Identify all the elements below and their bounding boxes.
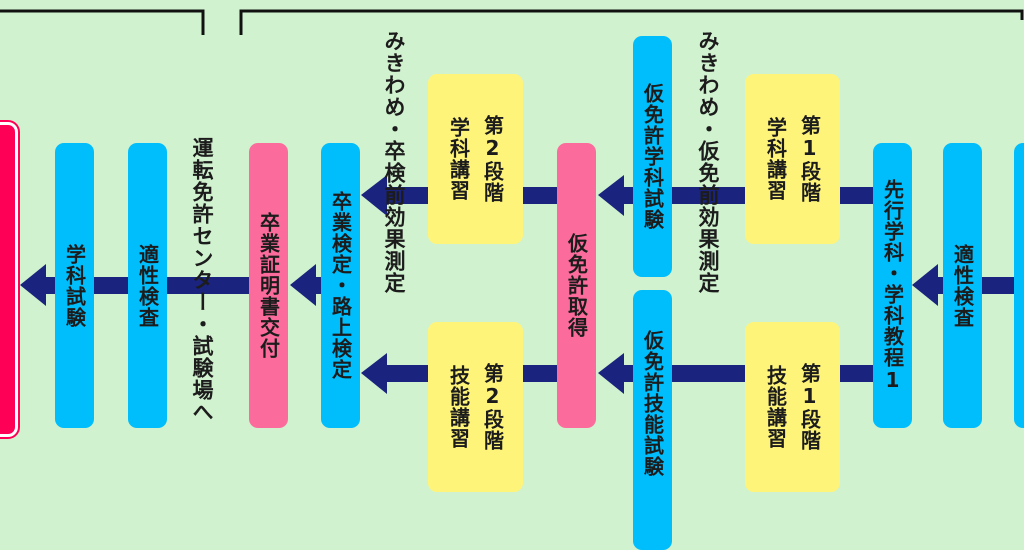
arrow-head-top-to-karimen <box>598 175 624 216</box>
course-type: 技能講習 <box>763 365 788 449</box>
arrow-head-bottom-to-karimen <box>598 353 624 394</box>
stage1-gakka-box: 第1段階 学科講習 <box>745 74 840 244</box>
step-tekisei-kensa-left: 適性検査 <box>128 143 167 428</box>
mikiwame-2-note: みきわめ・卒検前効果測定 <box>382 30 406 294</box>
course-type: 学科講習 <box>446 117 471 201</box>
step-label: 卒業証明書交付 <box>256 212 281 359</box>
course-type: 学科講習 <box>763 117 788 201</box>
stage2-gakka-box: 第2段階 学科講習 <box>428 74 523 244</box>
step-karimen-ginou: 仮免許技能試験 <box>633 290 672 550</box>
stage-label: 第1段階 <box>797 115 822 203</box>
step-label: 卒業検定・路上検定 <box>328 191 353 380</box>
step-label: 適性検査 <box>950 243 975 328</box>
arrow-head-bottom-to-exam <box>361 353 387 394</box>
step-senko-gakka: 先行学科・学科教程1 <box>873 143 912 428</box>
step-label: 先行学科・学科教程1 <box>880 178 905 393</box>
step-partial-offscreen <box>1014 143 1024 428</box>
course-type: 技能講習 <box>446 365 471 449</box>
step-label: 学科試験 <box>62 243 87 328</box>
step-label: 仮免許取得 <box>564 233 589 338</box>
step-label: 適性検査 <box>135 243 160 328</box>
bracket-left <box>0 9 205 35</box>
mikiwame-1-note: みきわめ・仮免前効果測定 <box>696 30 720 294</box>
stage-label: 第1段階 <box>797 363 822 451</box>
arrow-head-to-certificate <box>290 264 316 306</box>
center-note: 運転免許センター・試験場へ <box>190 137 214 423</box>
step-tekisei-kensa-right: 適性検査 <box>943 143 982 428</box>
stage2-ginou-box: 第2段階 技能講習 <box>428 322 523 492</box>
arrow-head-to-red <box>20 264 46 306</box>
license-goal-box <box>0 120 20 439</box>
arrow-head-top-to-exam <box>361 175 387 216</box>
stage-label: 第2段階 <box>480 115 505 203</box>
step-karimen-gakka: 仮免許学科試験 <box>633 36 672 277</box>
arrow-head-to-senko <box>912 264 938 306</box>
step-karimen-shutoku: 仮免許取得 <box>557 143 596 428</box>
step-sotsugyo-kentei: 卒業検定・路上検定 <box>321 143 360 428</box>
stage1-ginou-box: 第1段階 技能講習 <box>745 322 840 492</box>
step-label: 仮免許学科試験 <box>640 83 665 230</box>
bracket-right <box>239 9 1024 35</box>
brackets <box>0 9 1024 35</box>
step-sotsugyo-shomei: 卒業証明書交付 <box>249 143 288 428</box>
step-label: 仮免許技能試験 <box>640 330 665 477</box>
step-gakka-shiken: 学科試験 <box>55 143 94 428</box>
stage-label: 第2段階 <box>480 363 505 451</box>
